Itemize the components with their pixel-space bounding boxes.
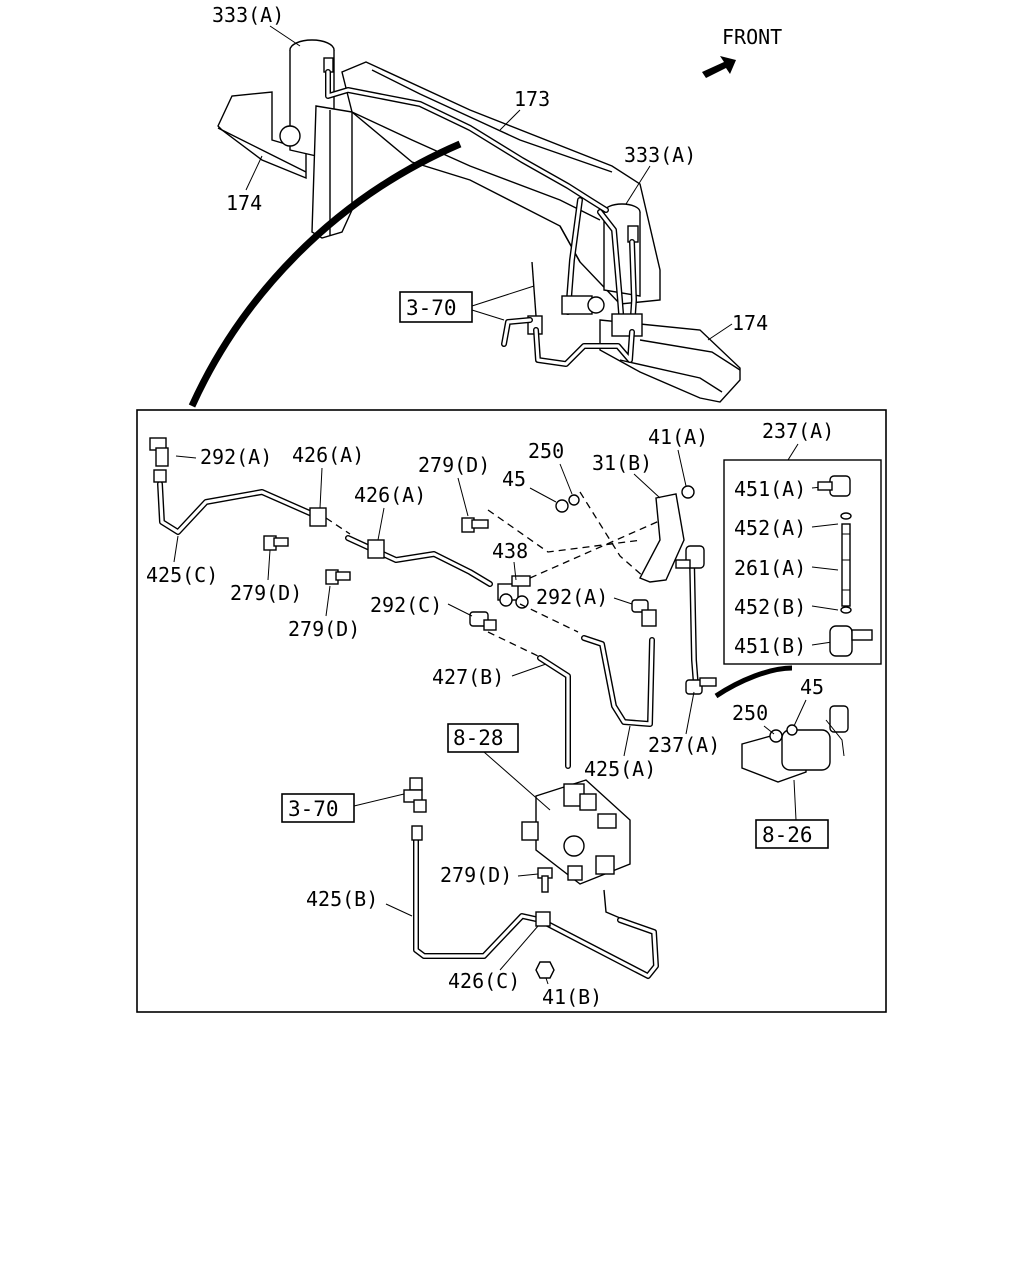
label-427b: 427(B) <box>432 665 504 689</box>
front-arrow-icon <box>702 56 736 78</box>
svg-text:3-70: 3-70 <box>288 797 339 821</box>
frame-assembly-illustration <box>188 39 741 408</box>
bolt-279d-b <box>325 569 351 585</box>
detail-frame <box>136 409 887 1013</box>
svg-text:3-70: 3-70 <box>406 296 457 320</box>
kit-label-452a: 452(A) <box>734 516 806 540</box>
label-333a-right: 333(A) <box>624 143 696 167</box>
label-292c: 292(C) <box>370 593 442 617</box>
label-426a-2: 426(A) <box>354 483 426 507</box>
label-279d-b: 279(D) <box>288 617 360 641</box>
bolt-279d-low <box>537 867 553 893</box>
fitting-292a-top <box>149 437 169 483</box>
bolt-279d-a <box>263 535 289 551</box>
label-425b: 425(B) <box>306 887 378 911</box>
label-173: 173 <box>514 87 550 111</box>
ref-3-70-low[interactable]: 3-70 <box>281 793 355 823</box>
svg-text:8-26: 8-26 <box>762 823 813 847</box>
fitting-292c <box>469 611 497 631</box>
label-31b: 31(B) <box>592 451 652 475</box>
label-426a-1: 426(A) <box>292 443 364 467</box>
fitting-237a-bottom <box>685 677 717 695</box>
label-292a-mid: 292(A) <box>536 585 608 609</box>
label-250-top: 250 <box>528 439 564 463</box>
label-438: 438 <box>492 539 528 563</box>
kit-label-451a: 451(A) <box>734 477 806 501</box>
kit-label-261a: 261(A) <box>734 556 806 580</box>
label-41b: 41(B) <box>542 985 602 1009</box>
label-279d-top: 279(D) <box>418 453 490 477</box>
label-237a-top: 237(A) <box>762 419 834 443</box>
kit-box-237a <box>723 459 882 665</box>
label-45-top: 45 <box>502 467 526 491</box>
kit-parts <box>817 475 873 657</box>
nut-41a <box>681 485 695 499</box>
label-174-right: 174 <box>732 311 768 335</box>
label-292a-top: 292(A) <box>200 445 272 469</box>
nut-45-top <box>555 499 569 513</box>
clip-426a-2 <box>367 539 385 559</box>
front-direction-indicator: FRONT <box>702 25 782 78</box>
label-425a: 425(A) <box>584 757 656 781</box>
valve-block-8-28-illustration <box>521 779 631 885</box>
washer-250-top <box>568 494 580 506</box>
label-279d-a: 279(D) <box>230 581 302 605</box>
svg-text:8-28: 8-28 <box>453 726 504 750</box>
ref-8-26[interactable]: 8-26 <box>755 819 829 849</box>
ref-8-28[interactable]: 8-28 <box>447 723 519 753</box>
kit-label-451b: 451(B) <box>734 634 806 658</box>
fitting-237a-top <box>675 545 705 569</box>
label-333a-left: 333(A) <box>212 3 284 27</box>
label-279d-low: 279(D) <box>440 863 512 887</box>
label-45-low: 45 <box>800 675 824 699</box>
label-250-low: 250 <box>732 701 768 725</box>
bolt-279d-top <box>461 517 489 533</box>
nut-41b <box>535 961 555 979</box>
tee-3-70-low <box>403 777 427 813</box>
kit-label-452b: 452(B) <box>734 595 806 619</box>
fitting-425b-top <box>411 825 423 841</box>
label-426c: 426(C) <box>448 969 520 993</box>
front-label: FRONT <box>722 25 782 49</box>
clip-426a-1 <box>309 507 327 527</box>
label-174-left: 174 <box>226 191 262 215</box>
ref-3-70-top[interactable]: 3-70 <box>399 291 473 323</box>
label-237a-low: 237(A) <box>648 733 720 757</box>
fitting-292a-mid <box>631 599 657 627</box>
bracket-31b <box>639 493 685 583</box>
label-41a: 41(A) <box>648 425 708 449</box>
tee-438 <box>497 575 531 609</box>
clip-426c <box>535 911 551 927</box>
label-425c: 425(C) <box>146 563 218 587</box>
